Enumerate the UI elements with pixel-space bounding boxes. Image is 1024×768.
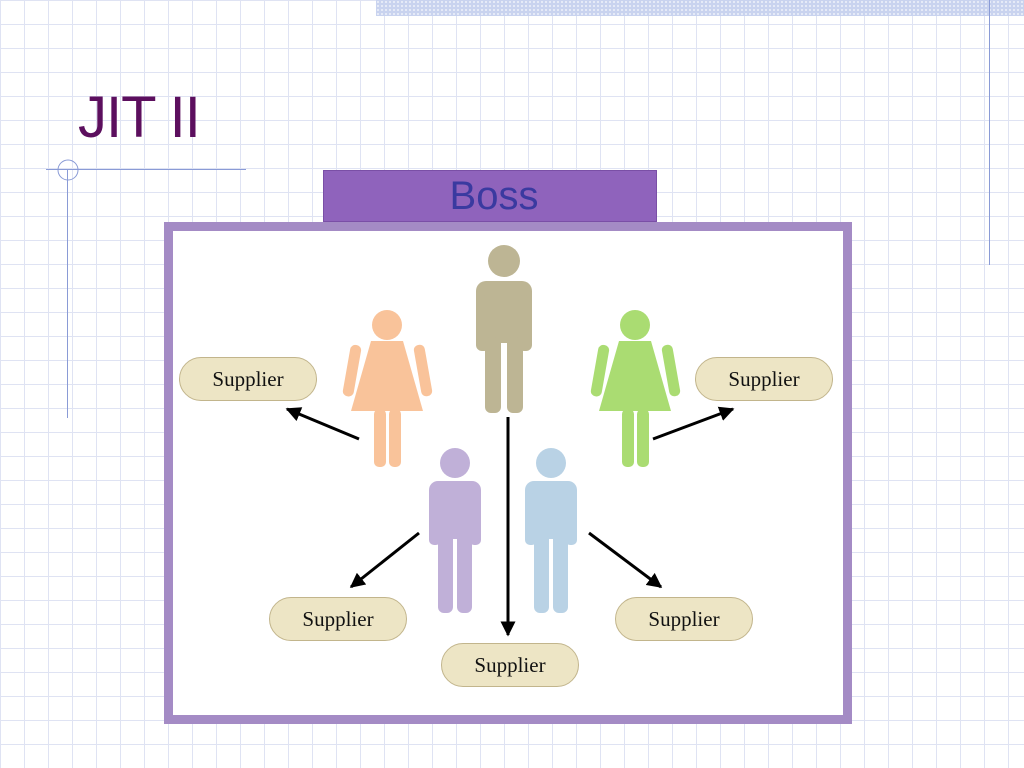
boss-label: Boss [449, 173, 539, 218]
crosshair-decoration [57, 159, 79, 181]
supplier-lower-right: Supplier [615, 597, 753, 641]
right-guide-line [989, 0, 990, 265]
header-decoration-bar [376, 0, 1024, 16]
supplier-upper-left: Supplier [179, 357, 317, 401]
supplier-lower-left: Supplier [269, 597, 407, 641]
arrow-to-supplier-upper-left [285, 407, 360, 441]
boss-figure [476, 245, 532, 413]
man-figure-blue [525, 448, 577, 613]
arrow-to-supplier-lower-left [349, 531, 420, 589]
arrow-to-supplier-upper-right [652, 406, 735, 441]
left-guide-line [67, 170, 68, 418]
supplier-upper-right: Supplier [695, 357, 833, 401]
slide-title: JIT II [78, 85, 201, 150]
diagram-frame: Supplier Supplier Supplier Supplier Supp… [164, 222, 852, 724]
arrow-to-supplier-lower-right [588, 531, 663, 589]
woman-figure-left [342, 310, 433, 467]
man-figure-purple [429, 448, 481, 613]
boss-bar: Boss [323, 170, 657, 222]
supplier-bottom: Supplier [441, 643, 579, 687]
woman-figure-right [590, 310, 681, 467]
title-underline [46, 169, 246, 170]
org-diagram [285, 245, 735, 637]
